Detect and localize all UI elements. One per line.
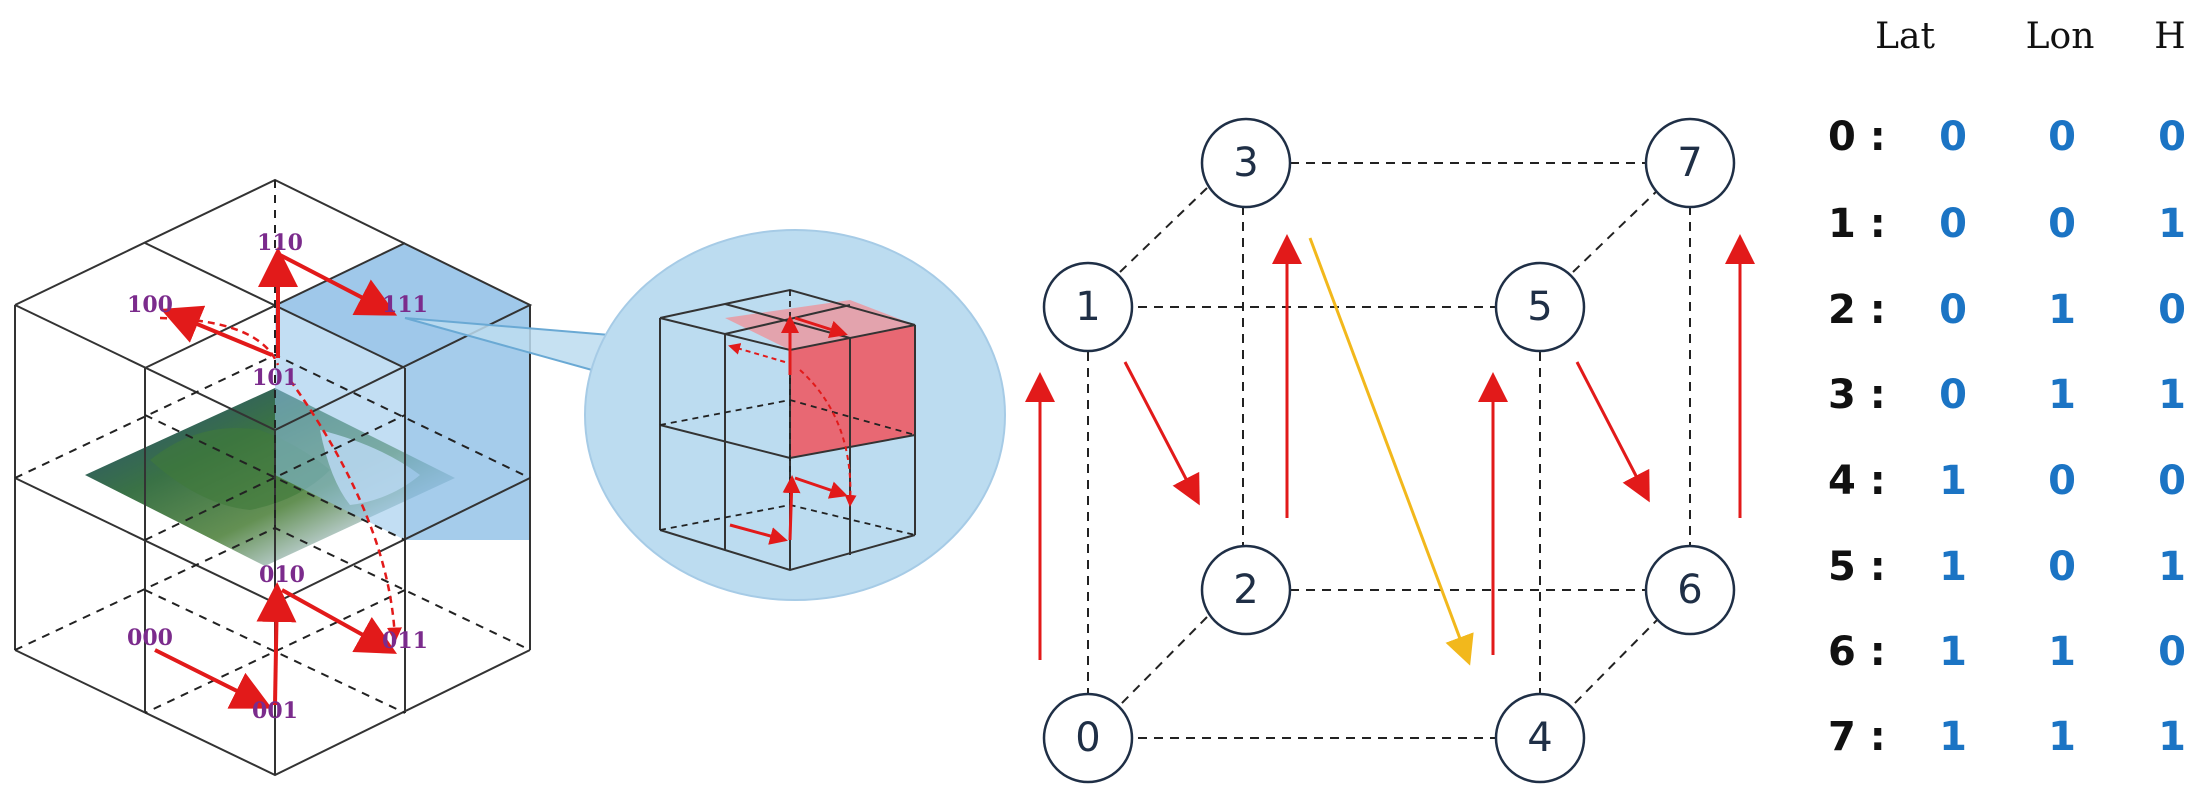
table-row-index: 3 : — [1828, 372, 1886, 418]
cube-label-110: 110 — [257, 230, 303, 256]
table-cell-lat: 1 — [1939, 544, 1967, 590]
node-7: 7 — [1644, 117, 1736, 209]
node-5-label: 5 — [1527, 284, 1552, 330]
table-row-index: 2 : — [1828, 287, 1886, 333]
node-6: 6 — [1644, 544, 1736, 636]
table-cell-lon: 0 — [2048, 201, 2076, 247]
cube-label-011: 011 — [382, 628, 428, 654]
node-7-label: 7 — [1677, 140, 1702, 186]
cube-label-101: 101 — [252, 365, 298, 391]
table-row: 3 : 0 1 1 — [1828, 372, 2186, 418]
table-cell-lat: 1 — [1939, 714, 1967, 760]
table-cell-h: 1 — [2158, 714, 2186, 760]
table-cell-lat: 0 — [1939, 287, 1967, 333]
table-row-index: 5 : — [1828, 544, 1886, 590]
highlight-subcube-front — [405, 305, 530, 540]
table-cell-lon: 0 — [2048, 114, 2076, 160]
table-cell-h: 0 — [2158, 287, 2186, 333]
table-header-lon: Lon — [2026, 16, 2095, 57]
table-row-index: 1 : — [1828, 201, 1886, 247]
table-cell-h: 0 — [2158, 629, 2186, 675]
node-1-label: 1 — [1075, 284, 1100, 330]
node-5: 5 — [1494, 261, 1586, 353]
node-3-label: 3 — [1233, 140, 1258, 186]
table-header-lat: Lat — [1875, 16, 1935, 57]
cube-label-111: 111 — [382, 292, 428, 318]
zoom-highlight-red-front — [790, 325, 915, 458]
table-cell-lon: 1 — [2048, 714, 2076, 760]
node-3: 3 — [1200, 117, 1292, 209]
table-cell-lat: 1 — [1939, 458, 1967, 504]
table-cell-lat: 0 — [1939, 114, 1967, 160]
table-cell-h: 1 — [2158, 544, 2186, 590]
yellow-jump-arrow — [1308, 237, 1474, 666]
table-cell-lon: 1 — [2048, 629, 2076, 675]
table-row: 6 : 1 1 0 — [1828, 629, 2186, 675]
table-cell-lon: 0 — [2048, 458, 2076, 504]
table-cell-lon: 1 — [2048, 287, 2076, 333]
table-row-index: 4 : — [1828, 458, 1886, 504]
cube-label-100: 100 — [127, 292, 173, 318]
table-cell-lat: 0 — [1939, 201, 1967, 247]
node-2-label: 2 — [1233, 567, 1258, 613]
table-cell-lon: 0 — [2048, 544, 2076, 590]
node-1: 1 — [1042, 261, 1134, 353]
cube-label-001: 001 — [252, 698, 298, 724]
node-0: 0 — [1042, 692, 1134, 784]
table-row: 1 : 0 0 1 — [1828, 201, 2186, 247]
table-row: 5 : 1 0 1 — [1828, 544, 2186, 590]
table-row: 2 : 0 1 0 — [1828, 287, 2186, 333]
zoom-callout — [404, 229, 1006, 601]
table-cell-lon: 1 — [2048, 372, 2076, 418]
table-cell-h: 0 — [2158, 458, 2186, 504]
table-row-index: 0 : — [1828, 114, 1886, 160]
table-row-index: 7 : — [1828, 714, 1886, 760]
cube-label-000: 000 — [127, 625, 173, 651]
node-0-label: 0 — [1075, 715, 1100, 761]
highlight-subcube-left — [275, 305, 405, 540]
node-6-label: 6 — [1677, 567, 1702, 613]
node-2: 2 — [1200, 544, 1292, 636]
table-row: 0 : 0 0 0 — [1828, 114, 2186, 160]
node-4-label: 4 — [1527, 715, 1552, 761]
cube-label-010: 010 — [259, 562, 305, 588]
encoding-table: Lat Lon H 0 : 0 0 0 1 : 0 0 1 2 : 0 1 0 … — [1828, 16, 2186, 760]
table-row: 7 : 1 1 1 — [1828, 714, 2186, 760]
table-cell-lat: 1 — [1939, 629, 1967, 675]
table-row: 4 : 1 0 0 — [1828, 458, 2186, 504]
node-4: 4 — [1494, 692, 1586, 784]
table-cell-h: 0 — [2158, 114, 2186, 160]
octree-cube: 110 100 111 101 010 000 011 001 — [14, 178, 533, 777]
table-cell-h: 1 — [2158, 201, 2186, 247]
table-header-h: H — [2154, 16, 2185, 57]
table-row-index: 6 : — [1828, 629, 1886, 675]
table-cell-lat: 0 — [1939, 372, 1967, 418]
node-graph: 3 7 1 5 2 6 0 4 — [1025, 117, 1755, 784]
table-cell-h: 1 — [2158, 372, 2186, 418]
